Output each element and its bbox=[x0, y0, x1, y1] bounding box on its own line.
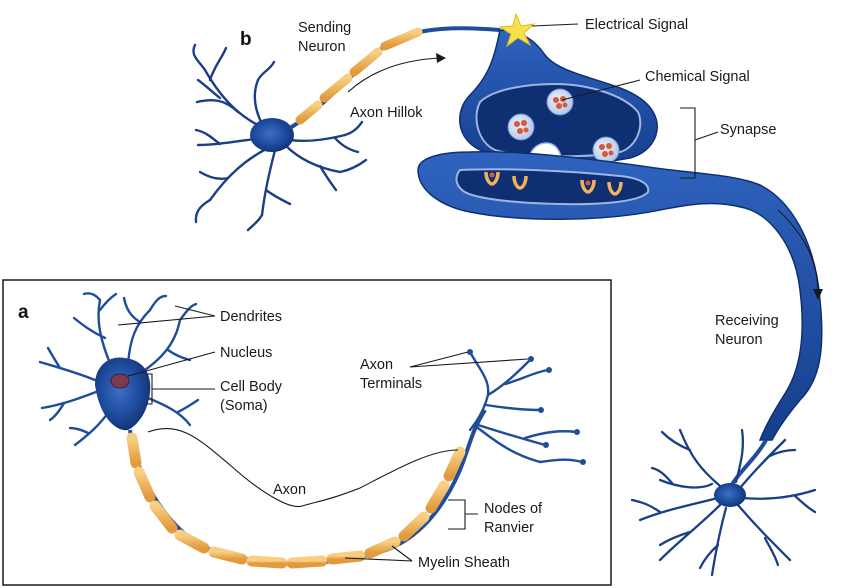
signal-arrowhead-top bbox=[436, 53, 446, 63]
label-myelin-sheath: Myelin Sheath bbox=[418, 555, 510, 571]
panel-a-terminal-buttons bbox=[467, 349, 586, 465]
label-receiving-neuron-2: Neuron bbox=[715, 332, 763, 348]
leader-axon bbox=[147, 427, 459, 508]
label-cell-body-2: (Soma) bbox=[220, 398, 268, 414]
panel-b: b Sending Neuron Axon Hillok Electrical … bbox=[192, 12, 823, 577]
sending-neuron-soma bbox=[250, 118, 294, 152]
label-nucleus: Nucleus bbox=[220, 345, 272, 361]
leader-nodes-ranvier bbox=[448, 499, 478, 530]
panel-a-nucleus bbox=[110, 373, 130, 389]
receiving-neuron-dendrites bbox=[630, 428, 817, 577]
signal-arrow-down bbox=[777, 209, 819, 293]
label-chemical-signal: Chemical Signal bbox=[645, 69, 750, 85]
receiving-neuron-soma bbox=[714, 483, 746, 507]
label-nodes-ranvier-1: Nodes of bbox=[484, 501, 543, 517]
label-receiving-neuron-1: Receiving bbox=[715, 313, 779, 329]
leader-chemical bbox=[561, 79, 641, 101]
label-axon-terminals-2: Terminals bbox=[360, 376, 422, 392]
leader-cell-body bbox=[146, 373, 215, 405]
leader-synapse bbox=[680, 107, 719, 179]
leader-electrical bbox=[531, 23, 579, 27]
panel-a: a Dendrites Nucleus Cell Body (Soma) Axo… bbox=[2, 279, 612, 586]
sending-axon-myelin bbox=[295, 27, 423, 125]
leader-myelin-sheath bbox=[344, 545, 413, 562]
leader-nucleus bbox=[127, 351, 216, 377]
label-axon-terminals-1: Axon bbox=[360, 357, 393, 373]
label-sending-neuron-1: Sending bbox=[298, 20, 351, 36]
signal-arrowhead-down bbox=[813, 289, 823, 300]
label-electrical-signal: Electrical Signal bbox=[585, 17, 688, 33]
label-sending-neuron-2: Neuron bbox=[298, 39, 346, 55]
receptors bbox=[484, 171, 623, 196]
panel-letter-a: a bbox=[18, 302, 29, 323]
label-axon-hillok: Axon Hillok bbox=[350, 105, 423, 121]
label-dendrites: Dendrites bbox=[220, 309, 282, 325]
label-nodes-ranvier-2: Ranvier bbox=[484, 520, 534, 536]
panel-a-soma bbox=[95, 357, 151, 431]
label-axon: Axon bbox=[273, 482, 306, 498]
leader-dendrites bbox=[117, 305, 216, 326]
sending-neuron-dendrites bbox=[192, 43, 368, 232]
signal-arrow-top bbox=[347, 57, 441, 93]
electrical-signal-star bbox=[498, 12, 536, 48]
label-cell-body-1: Cell Body bbox=[220, 379, 283, 395]
leader-axon-terminals bbox=[409, 351, 529, 368]
panel-a-axon-terminals bbox=[468, 350, 584, 464]
postsynaptic-chamber bbox=[455, 168, 650, 206]
vesicles bbox=[507, 88, 620, 164]
panel-a-frame bbox=[2, 279, 612, 586]
panel-letter-b: b bbox=[240, 29, 252, 50]
label-synapse: Synapse bbox=[720, 122, 776, 138]
